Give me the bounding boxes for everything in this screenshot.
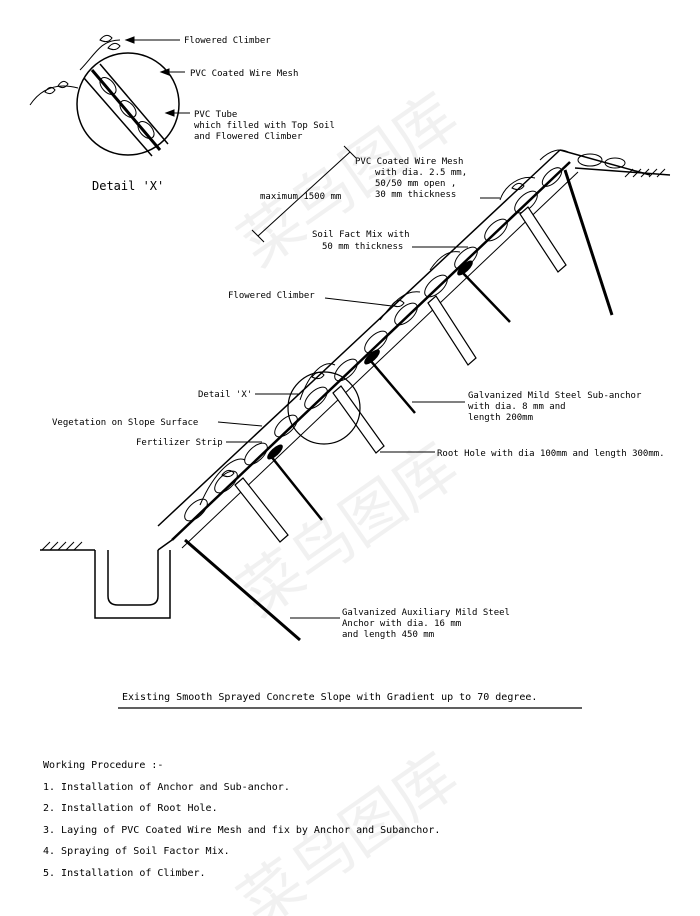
procedure-step-2: 2. Installation of Root Hole. [43, 803, 218, 814]
label-vegetation: Vegetation on Slope Surface [52, 418, 198, 428]
label-flowered-climber: Flowered Climber [228, 291, 315, 301]
procedure-step-5: 5. Installation of Climber. [43, 867, 206, 879]
detail-x-circle [29, 34, 180, 157]
label-sub-anchor-1: Galvanized Mild Steel Sub-anchor [468, 391, 642, 401]
sub-anchors [269, 271, 511, 521]
label-detail-x: Detail 'X' [198, 390, 252, 400]
detail-label-climber: Flowered Climber [184, 36, 271, 46]
label-fertilizer: Fertilizer Strip [136, 438, 223, 448]
label-max-length: maximum 1500 mm [260, 192, 341, 202]
fertilizer-strips [267, 260, 473, 460]
watermark-text-2: 菜鸟图库 [225, 429, 470, 631]
ground-hatches [41, 168, 666, 551]
procedure-step-4: 4. Spraying of Soil Factor Mix. [43, 846, 230, 857]
detail-x-title: Detail 'X' [92, 179, 164, 193]
detail-label-tube-2: which filled with Top Soil [194, 121, 335, 131]
main-anchors [184, 169, 614, 642]
label-aux-anchor-1: Galvanized Auxiliary Mild Steel [342, 608, 510, 618]
slope-body [40, 149, 671, 619]
working-procedure: Working Procedure :- 1. Installation of … [43, 755, 683, 884]
procedure-step-1: 1. Installation of Anchor and Sub-anchor… [43, 781, 290, 793]
procedure-step-3: 3. Laying of PVC Coated Wire Mesh and fi… [43, 824, 441, 836]
procedure-title: Working Procedure :- [43, 760, 164, 771]
label-mesh-spec-3: 50/50 mm open , [375, 179, 456, 189]
label-sub-anchor-3: length 200mm [468, 413, 533, 423]
label-root-hole: Root Hole with dia 100mm and length 300m… [437, 449, 665, 459]
drawing-caption: Existing Smooth Sprayed Concrete Slope w… [122, 692, 537, 703]
label-mesh-spec-4: 30 mm thickness [375, 190, 456, 200]
label-soil-mix-2: 50 mm thickness [322, 242, 403, 252]
label-mesh-spec-1: PVC Coated Wire Mesh [355, 157, 463, 167]
label-sub-anchor-2: with dia. 8 mm and [468, 402, 566, 412]
detail-x-marker [287, 371, 361, 445]
label-soil-mix-1: Soil Fact Mix with [312, 230, 410, 240]
detail-label-mesh: PVC Coated Wire Mesh [190, 69, 298, 79]
vegetation [199, 149, 569, 506]
label-aux-anchor-3: and length 450 mm [342, 630, 434, 640]
detail-label-tube-1: PVC Tube [194, 110, 237, 120]
detail-label-tube-3: and Flowered Climber [194, 132, 303, 142]
max-length-dimension [251, 145, 357, 243]
label-aux-anchor-2: Anchor with dia. 16 mm [342, 619, 461, 629]
label-mesh-spec-2: with dia. 2.5 mm, [375, 168, 467, 178]
callout-leaders [217, 197, 500, 619]
